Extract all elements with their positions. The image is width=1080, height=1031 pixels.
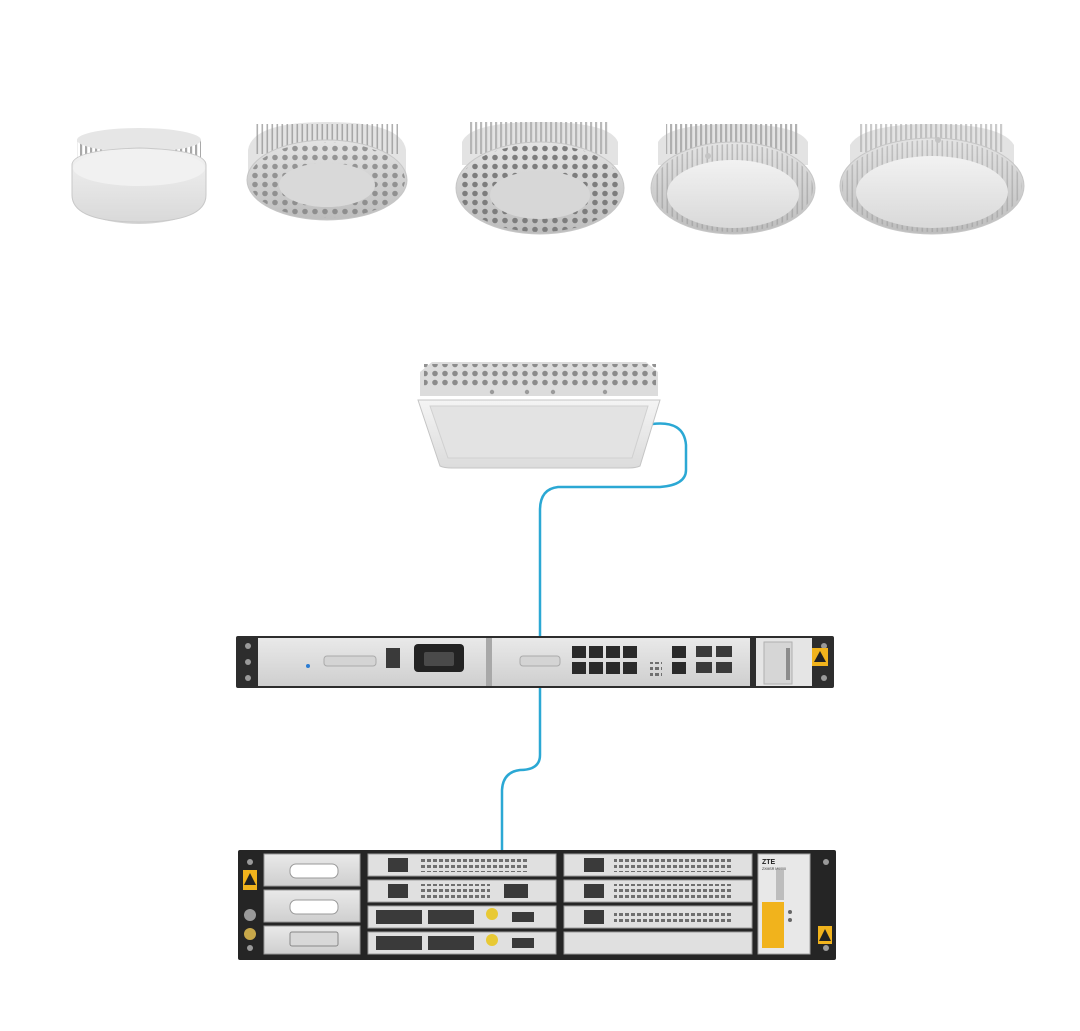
small-cell-5 (839, 124, 1025, 235)
model-label: ZXMSR M6000 (762, 867, 786, 871)
small-cell-3 (455, 122, 625, 235)
small-cell-2 (246, 122, 408, 221)
small-cell-4 (650, 124, 816, 235)
brand-label: ZTE (762, 859, 776, 866)
network-cable (500, 422, 688, 850)
small-cell-1 (71, 128, 207, 224)
1u-switch (236, 636, 834, 688)
2u-router-chassis: ZTE ZXMSR M6000 (238, 850, 836, 960)
square-small-cell (417, 362, 661, 469)
